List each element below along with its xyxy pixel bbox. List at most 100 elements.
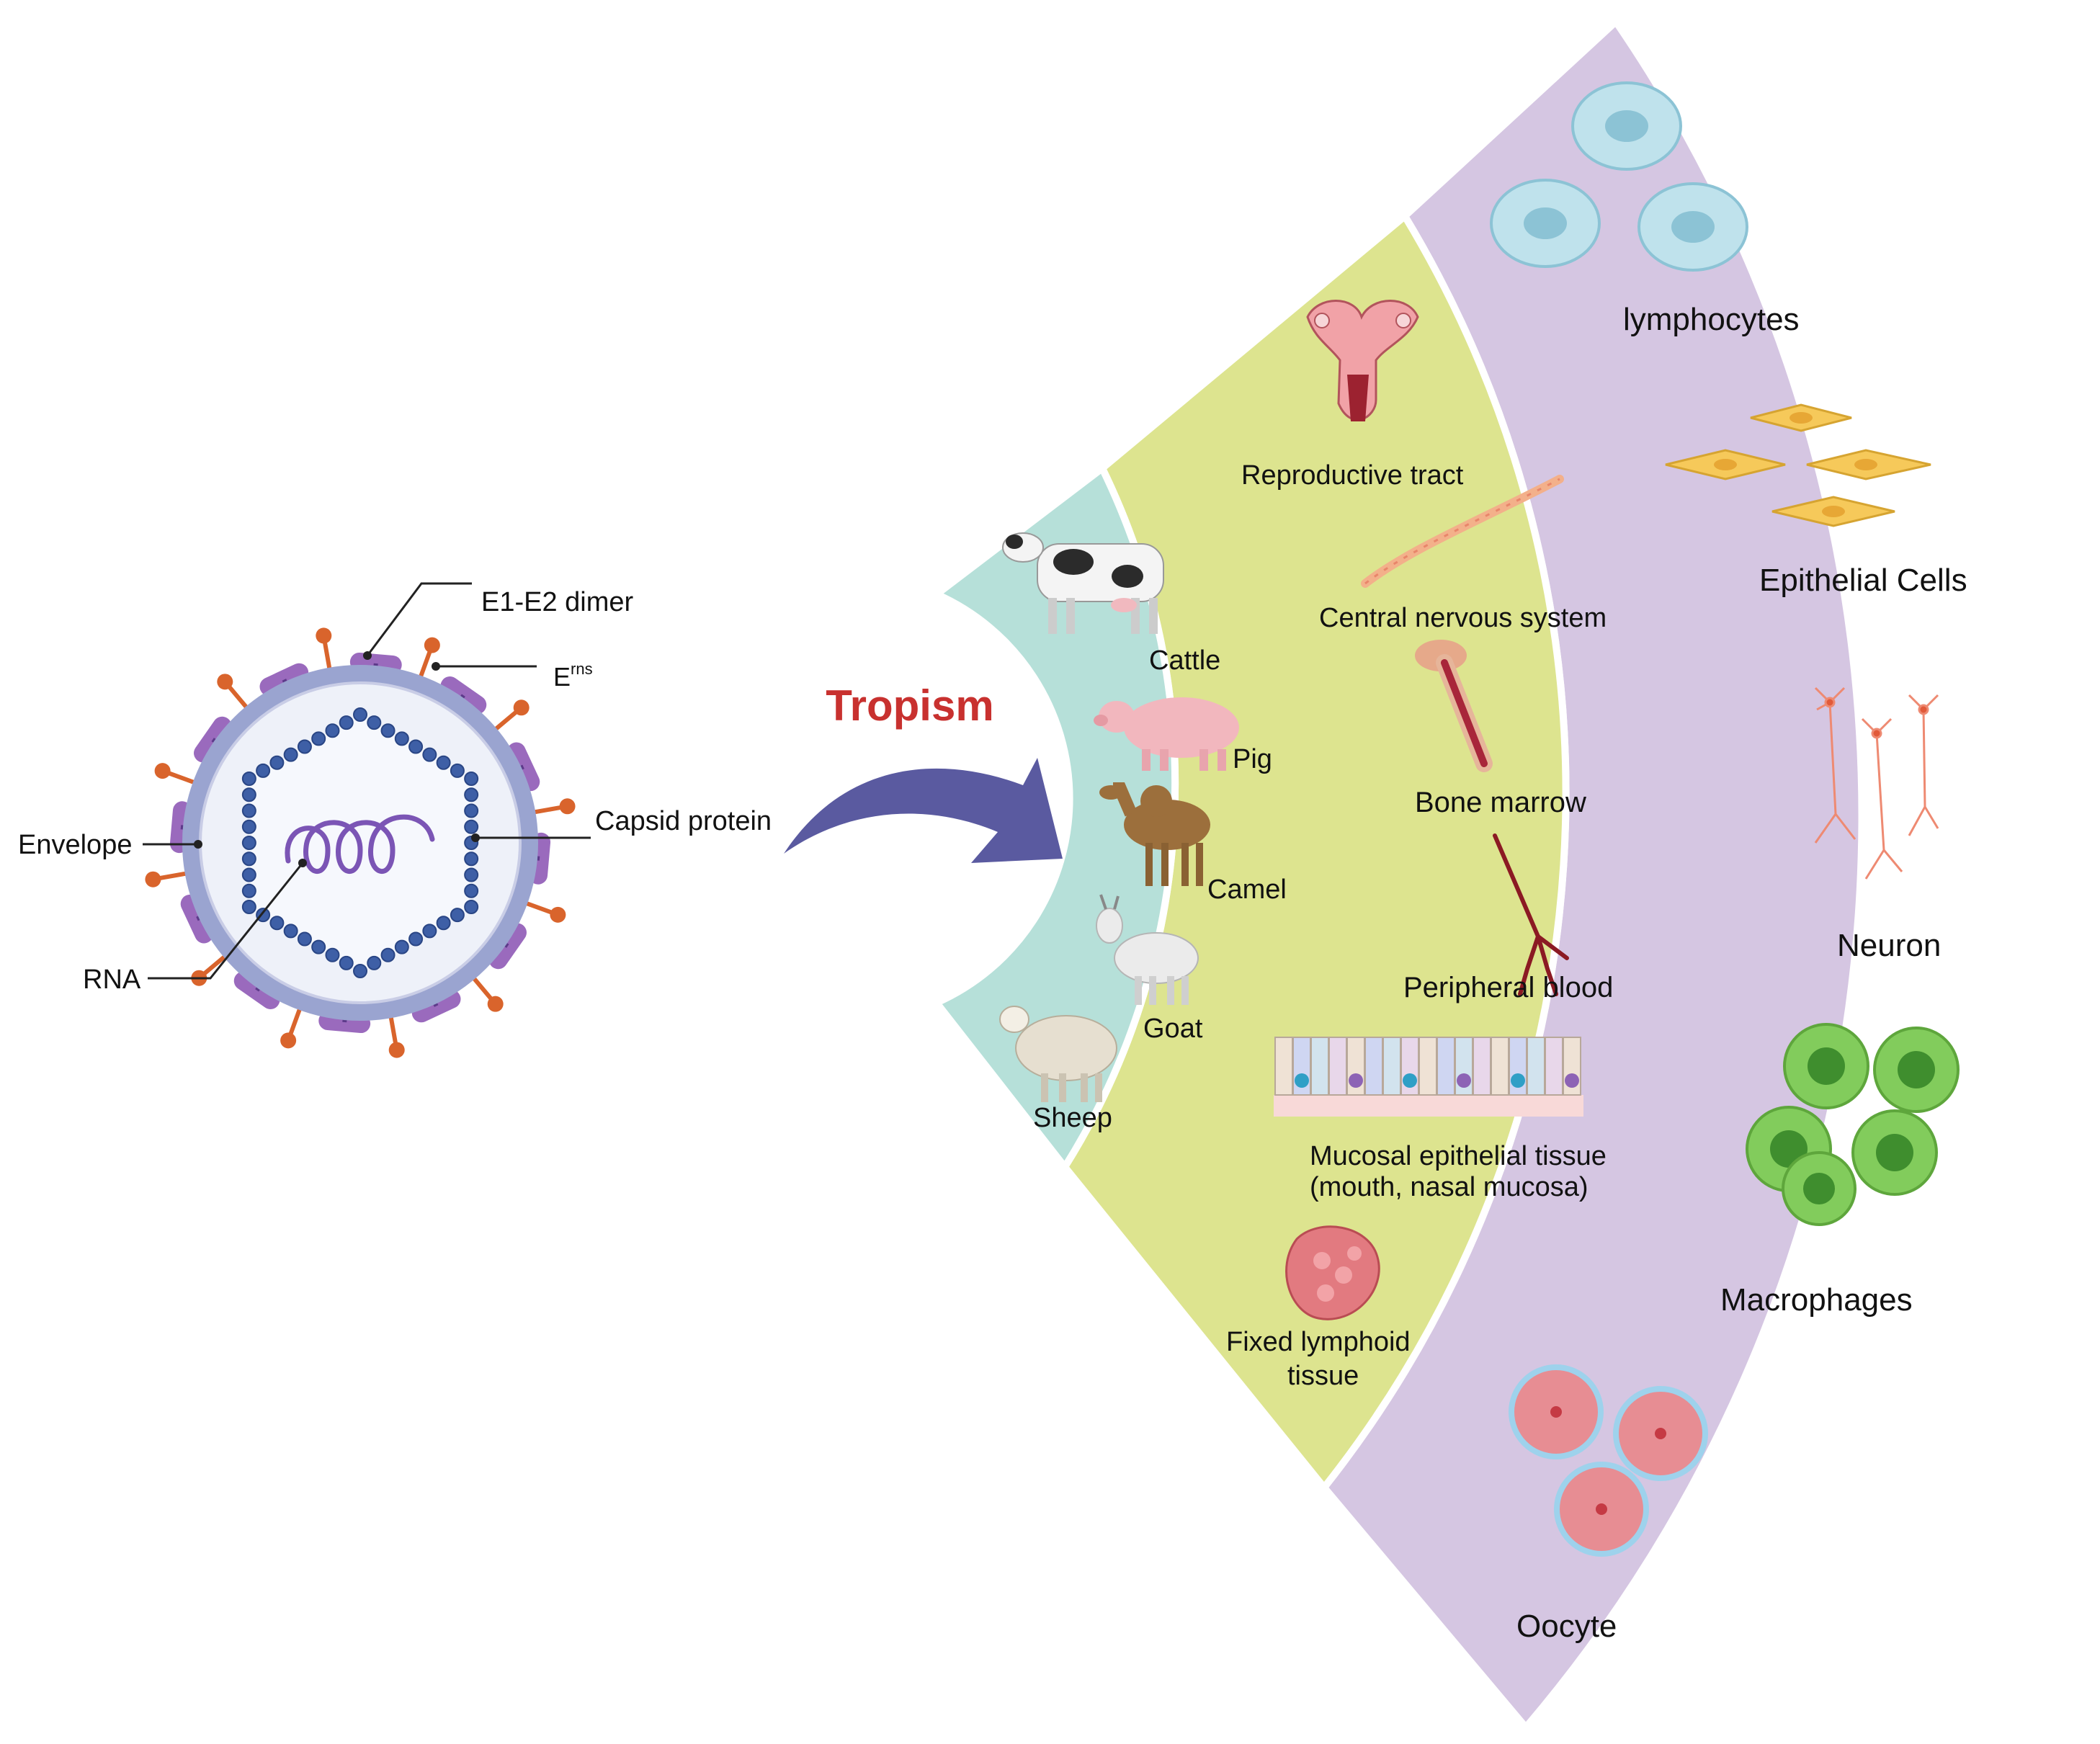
tropism-arrow <box>784 758 1063 863</box>
label-camel: Camel <box>1207 875 1287 905</box>
capsid-protein <box>241 851 256 867</box>
diagram-title: Tropism <box>826 681 993 730</box>
capsid-protein <box>353 964 367 978</box>
capsid-protein <box>241 772 256 786</box>
erns-protein <box>513 699 530 716</box>
capsid-protein <box>408 931 424 947</box>
epithelial-cell <box>1364 1037 1383 1096</box>
erns-protein <box>217 674 233 690</box>
capsid-protein <box>241 900 256 914</box>
reproductive-tract-icon <box>1306 300 1419 421</box>
camel-icon <box>1099 782 1210 886</box>
capsid-protein <box>394 731 409 746</box>
mucosal-epithelium-icon <box>1274 1037 1583 1117</box>
capsid-protein <box>464 787 479 802</box>
capsid-protein <box>339 955 354 970</box>
erns-protein <box>487 996 504 1012</box>
label-bone-marrow: Bone marrow <box>1415 787 1586 818</box>
goat-icon <box>1096 894 1199 1005</box>
leader-dot <box>298 859 307 867</box>
capsid-protein <box>241 787 256 802</box>
capsid-protein <box>464 819 479 834</box>
label-rna: RNA <box>83 965 141 995</box>
capsid-protein <box>241 819 256 834</box>
erns-protein <box>559 798 576 815</box>
erns-protein <box>424 637 440 653</box>
capsid-protein <box>422 924 437 939</box>
label-e1e2-dimer: E1-E2 dimer <box>481 587 634 617</box>
label-erns-base: E <box>553 662 571 692</box>
capsid-protein <box>408 739 424 754</box>
macrophages-icon <box>1746 1023 1960 1226</box>
cell-nucleus <box>1349 1073 1363 1088</box>
erns-protein <box>550 906 566 923</box>
capsid-protein <box>422 747 437 762</box>
capsid-protein <box>297 931 312 947</box>
capsid-protein <box>464 803 479 818</box>
capsid-protein <box>283 747 298 762</box>
label-envelope: Envelope <box>18 830 132 860</box>
label-mucosal-epithelial-tissue: Mucosal epithelial tissue <box>1310 1141 1607 1171</box>
leader-rna <box>148 862 304 980</box>
label-peripheral-blood: Peripheral blood <box>1403 972 1613 1003</box>
capsid-protein <box>464 900 479 914</box>
capsid-proteins <box>241 707 479 978</box>
oocytes-icon <box>1509 1364 1708 1557</box>
label-mucosal-sites: (mouth, nasal mucosa) <box>1310 1172 1589 1202</box>
capsid-protein <box>367 715 382 730</box>
capsid-protein <box>269 916 285 931</box>
erns-protein <box>316 627 332 644</box>
epithelial-cell <box>1563 1037 1581 1096</box>
epithelial-cell <box>1382 1037 1401 1096</box>
label-goat: Goat <box>1143 1014 1203 1044</box>
cell-nucleus <box>1511 1073 1525 1088</box>
viral-envelope <box>182 665 538 1021</box>
epithelial-cell <box>1491 1037 1509 1096</box>
epithelial-cell <box>1292 1037 1311 1096</box>
epithelial-cells-icon <box>1665 403 1931 527</box>
erns-protein <box>388 1042 405 1058</box>
capsid-protein <box>380 723 396 738</box>
label-central-nervous-system: Central nervous system <box>1319 603 1607 633</box>
epithelial-cell <box>1328 1037 1347 1096</box>
erns-protein <box>145 871 161 887</box>
label-neuron: Neuron <box>1837 928 1941 963</box>
capsid-protein <box>464 772 479 786</box>
capsid-protein <box>464 867 479 882</box>
leader-dot <box>471 833 480 842</box>
capsid-protein <box>450 763 465 778</box>
label-reproductive-tract: Reproductive tract <box>1241 460 1464 491</box>
sheep-icon <box>999 1006 1117 1102</box>
label-capsid-protein: Capsid protein <box>595 806 772 836</box>
capsid-protein <box>339 715 354 730</box>
leader-dot <box>363 651 372 660</box>
capsid-protein <box>394 939 409 954</box>
erns-protein <box>280 1032 297 1049</box>
capsid-protein <box>464 883 479 898</box>
capsid-protein <box>241 867 256 882</box>
label-lymphocytes: lymphocytes <box>1623 302 1800 337</box>
capsid-protein <box>241 883 256 898</box>
lymphocyte-cluster-icon <box>1490 81 1748 272</box>
cattle-icon <box>1002 532 1164 634</box>
label-fixed-lymphoid: Fixed lymphoid <box>1226 1327 1411 1357</box>
virion: E1-E2 dimer Erns Capsid protein Envelope… <box>18 582 772 1058</box>
capsid-protein <box>241 803 256 818</box>
label-erns: Erns <box>553 660 593 692</box>
epithelial-cell <box>1473 1037 1491 1096</box>
capsid-protein <box>436 916 451 931</box>
label-erns-superscript: rns <box>571 660 593 678</box>
capsid-protein <box>464 851 479 867</box>
label-cattle: Cattle <box>1149 645 1220 676</box>
label-sheep: Sheep <box>1033 1103 1112 1133</box>
label-lymphoid-tissue: tissue <box>1287 1361 1359 1391</box>
epithelial-cell <box>1274 1037 1293 1096</box>
capsid-protein <box>269 755 285 770</box>
leader-e1e2 <box>366 582 472 656</box>
capsid-protein <box>436 755 451 770</box>
capsid-protein <box>325 723 340 738</box>
label-epithelial-cells: Epithelial Cells <box>1759 563 1967 598</box>
spinal-cord-icon <box>1361 475 1564 588</box>
